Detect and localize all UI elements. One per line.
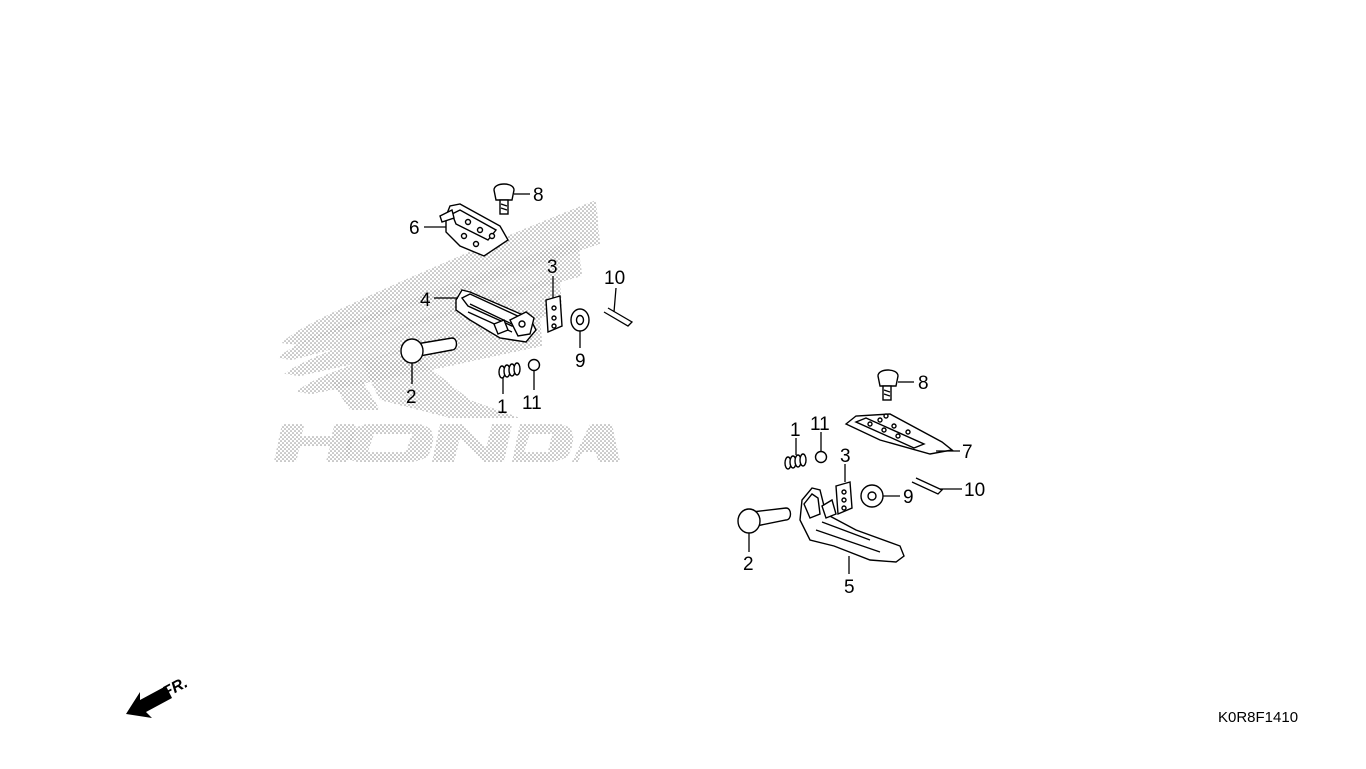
washer-part-9-right [860, 484, 884, 508]
callout-left-11: 11 [522, 393, 542, 414]
plate-part-3-right [835, 481, 853, 516]
front-direction-arrow: FR. [126, 674, 191, 718]
bolt-part-8-right [877, 369, 899, 401]
step-bracket-part-7 [844, 413, 954, 455]
callout-left-6: 6 [409, 218, 420, 239]
callout-labels: 8 6 3 10 4 9 2 1 11 8 1 11 7 3 9 10 2 5 [406, 185, 985, 598]
left-assembly [400, 183, 634, 394]
step-part-5 [799, 487, 905, 563]
callout-left-3: 3 [547, 257, 558, 278]
spring-part-1-right [784, 453, 807, 470]
ball-part-11-right [814, 450, 828, 464]
step-bracket-part-6 [439, 203, 509, 257]
pin-part-10-right [911, 477, 944, 495]
callout-right-8: 8 [918, 373, 929, 394]
callout-left-8: 8 [533, 185, 544, 206]
callout-right-1: 1 [790, 420, 801, 441]
callout-right-9: 9 [903, 487, 914, 508]
step-part-4 [455, 289, 537, 343]
bolt-part-8-left [493, 183, 515, 215]
callout-right-10: 10 [964, 480, 985, 501]
callout-left-1: 1 [497, 397, 508, 418]
callout-left-9: 9 [575, 351, 586, 372]
right-assembly [737, 369, 962, 574]
callout-left-2: 2 [406, 387, 417, 408]
spring-part-1-left [498, 362, 521, 379]
plate-part-3-left [545, 295, 563, 334]
callout-right-2: 2 [743, 554, 754, 575]
honda-wordmark [274, 424, 620, 462]
callout-right-5: 5 [844, 577, 855, 598]
callout-right-11: 11 [810, 414, 830, 435]
pivot-pin-part-2-right [737, 507, 792, 534]
diagram-code: K0R8F1410 [1218, 709, 1299, 726]
callout-left-10: 10 [604, 268, 625, 289]
washer-part-9-left [570, 308, 590, 332]
leader-10-left [613, 287, 617, 313]
pin-part-10-left [603, 307, 634, 327]
callout-right-3: 3 [840, 446, 851, 467]
callout-right-7: 7 [962, 442, 973, 463]
callout-left-4: 4 [420, 290, 431, 311]
honda-wing-watermark [274, 200, 620, 462]
ball-part-11-left [527, 358, 541, 372]
